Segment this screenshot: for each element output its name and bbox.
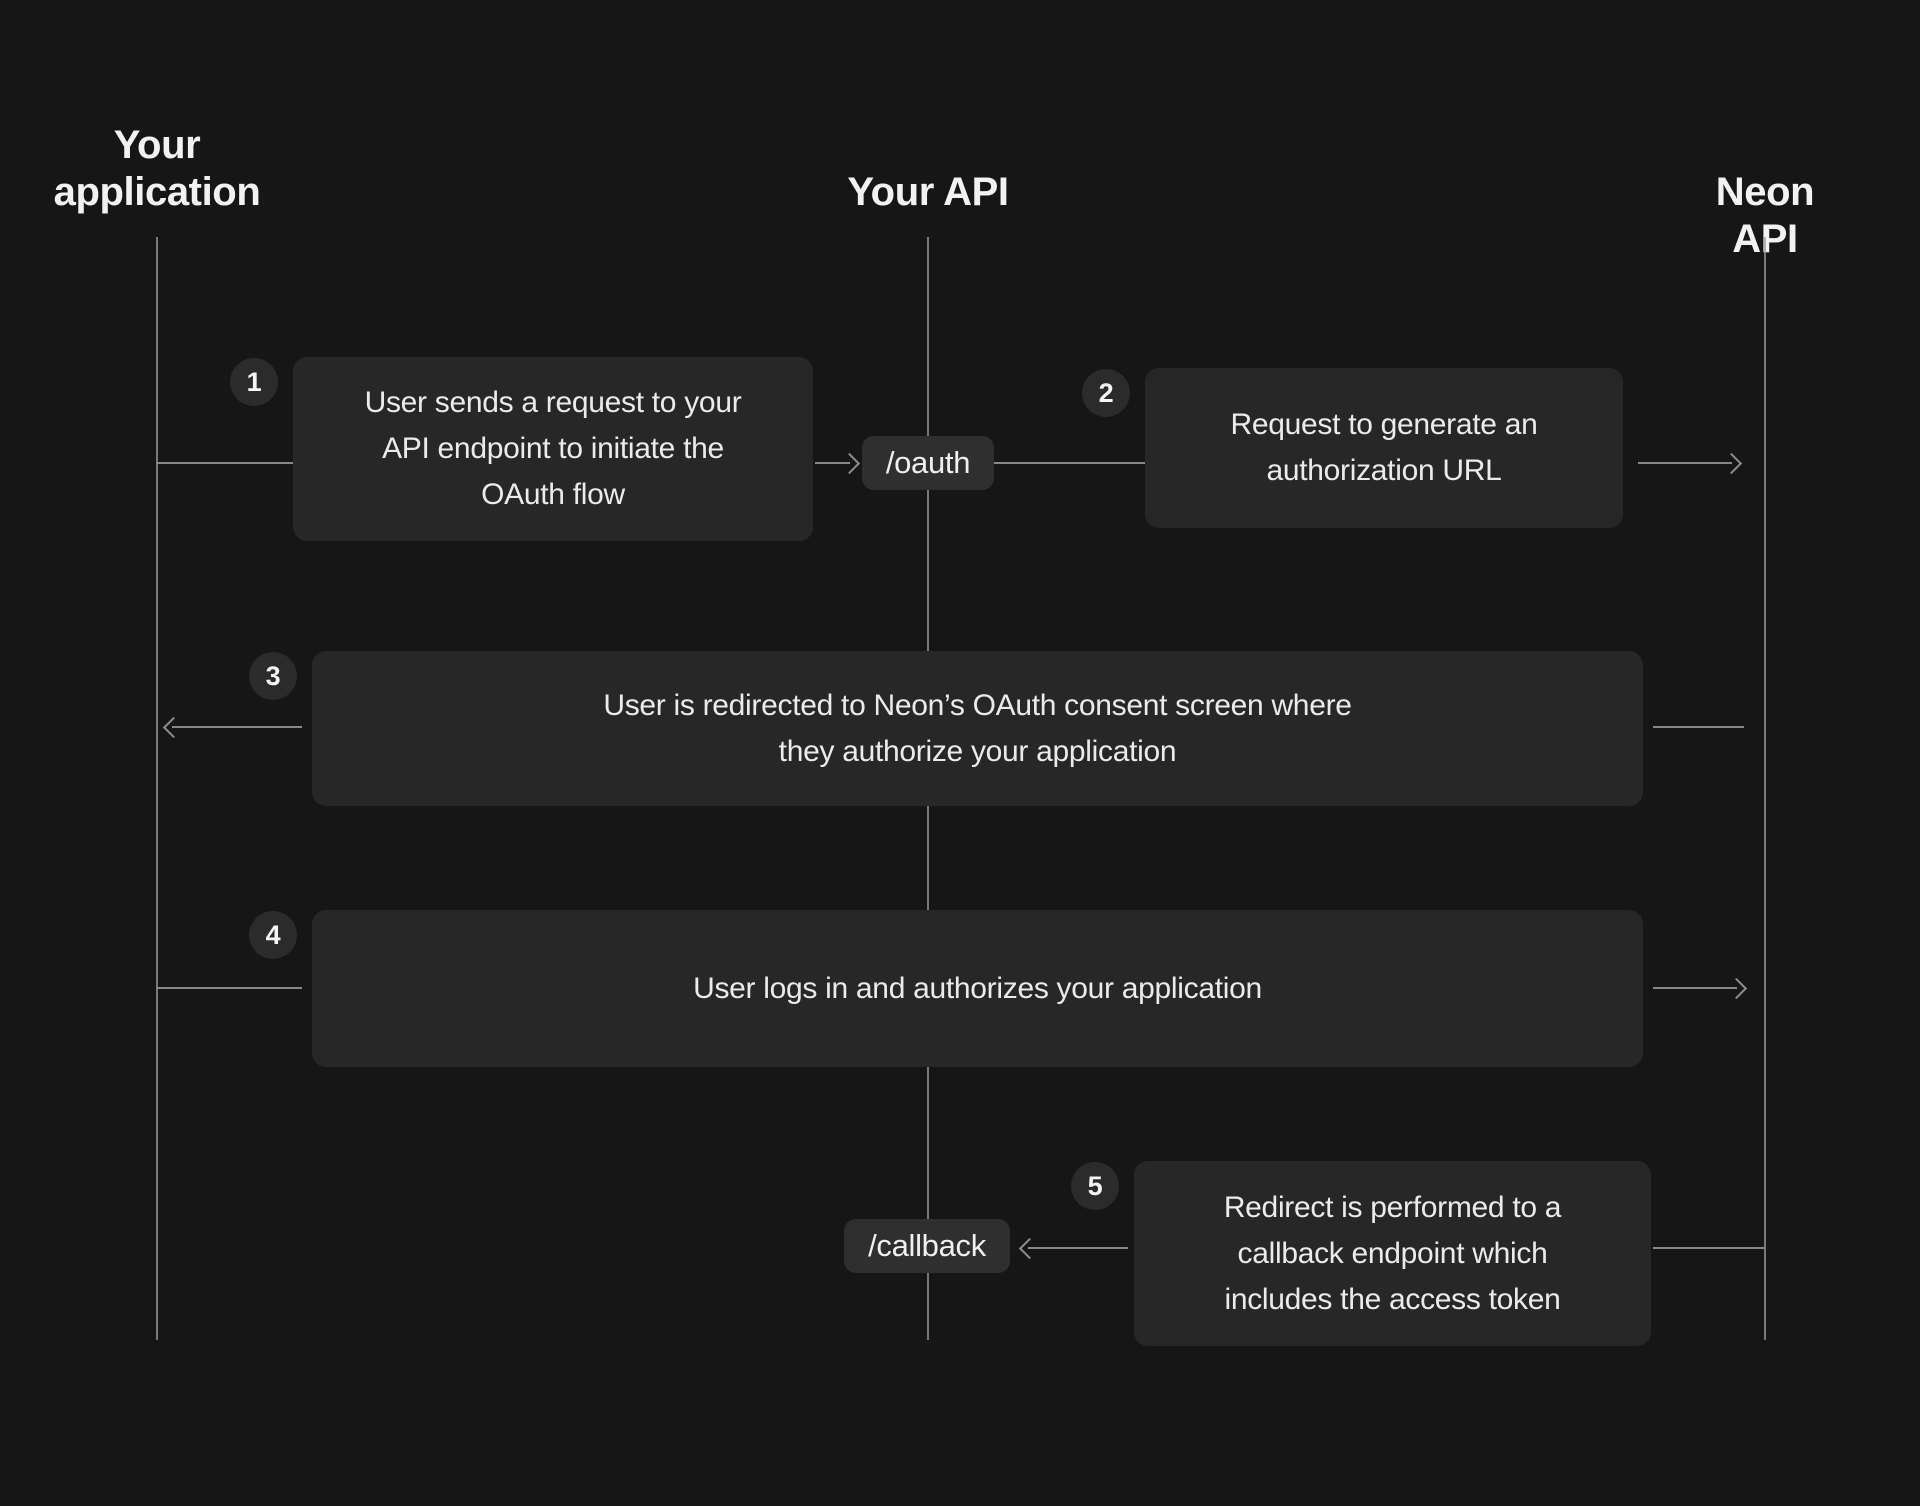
arrowhead-right-icon bbox=[1725, 977, 1748, 1000]
endpoint-pill-callback: /callback bbox=[844, 1219, 1010, 1273]
step-text: Redirect is performed to a callback endp… bbox=[1223, 1190, 1562, 1316]
column-header-your-api: Your API bbox=[847, 170, 1009, 214]
connector-line bbox=[1653, 726, 1744, 728]
arrowhead-right-icon bbox=[838, 452, 861, 475]
step-box-5: 5 Redirect is performed to a callback en… bbox=[1071, 1161, 1651, 1346]
step-number-badge: 1 bbox=[230, 358, 278, 406]
connector-line bbox=[1638, 462, 1732, 464]
lifeline-neon-api bbox=[1764, 237, 1766, 1340]
step-box-1: 1 User sends a request to your API endpo… bbox=[230, 357, 813, 541]
step-text: User is redirected to Neon’s OAuth conse… bbox=[603, 688, 1352, 768]
connector-line bbox=[815, 462, 850, 464]
arrowhead-right-icon bbox=[1720, 452, 1743, 475]
connector-line bbox=[1653, 1247, 1764, 1249]
step-number-badge: 5 bbox=[1071, 1162, 1119, 1210]
endpoint-pill-oauth: /oauth bbox=[862, 436, 994, 490]
connector-line bbox=[172, 726, 302, 728]
column-header-your-application: Your application bbox=[53, 123, 261, 214]
step-number-badge: 3 bbox=[249, 652, 297, 700]
connector-line bbox=[157, 462, 293, 464]
connector-line bbox=[994, 462, 1145, 464]
step-number-badge: 4 bbox=[249, 911, 297, 959]
step-text: Request to generate an authorization URL bbox=[1230, 408, 1538, 487]
step-box-2: 2 Request to generate an authorization U… bbox=[1082, 368, 1623, 528]
lifeline-your-application bbox=[156, 237, 158, 1340]
connector-line bbox=[157, 987, 302, 989]
step-box-3: 3 User is redirected to Neon’s OAuth con… bbox=[249, 651, 1643, 806]
connector-line bbox=[1028, 1247, 1128, 1249]
step-text: User sends a request to your API endpoin… bbox=[364, 386, 742, 511]
step-text: User logs in and authorizes your applica… bbox=[693, 971, 1262, 1005]
step-box-4: 4 User logs in and authorizes your appli… bbox=[249, 910, 1643, 1067]
connector-line bbox=[1653, 987, 1737, 989]
step-number-badge: 2 bbox=[1082, 369, 1130, 417]
